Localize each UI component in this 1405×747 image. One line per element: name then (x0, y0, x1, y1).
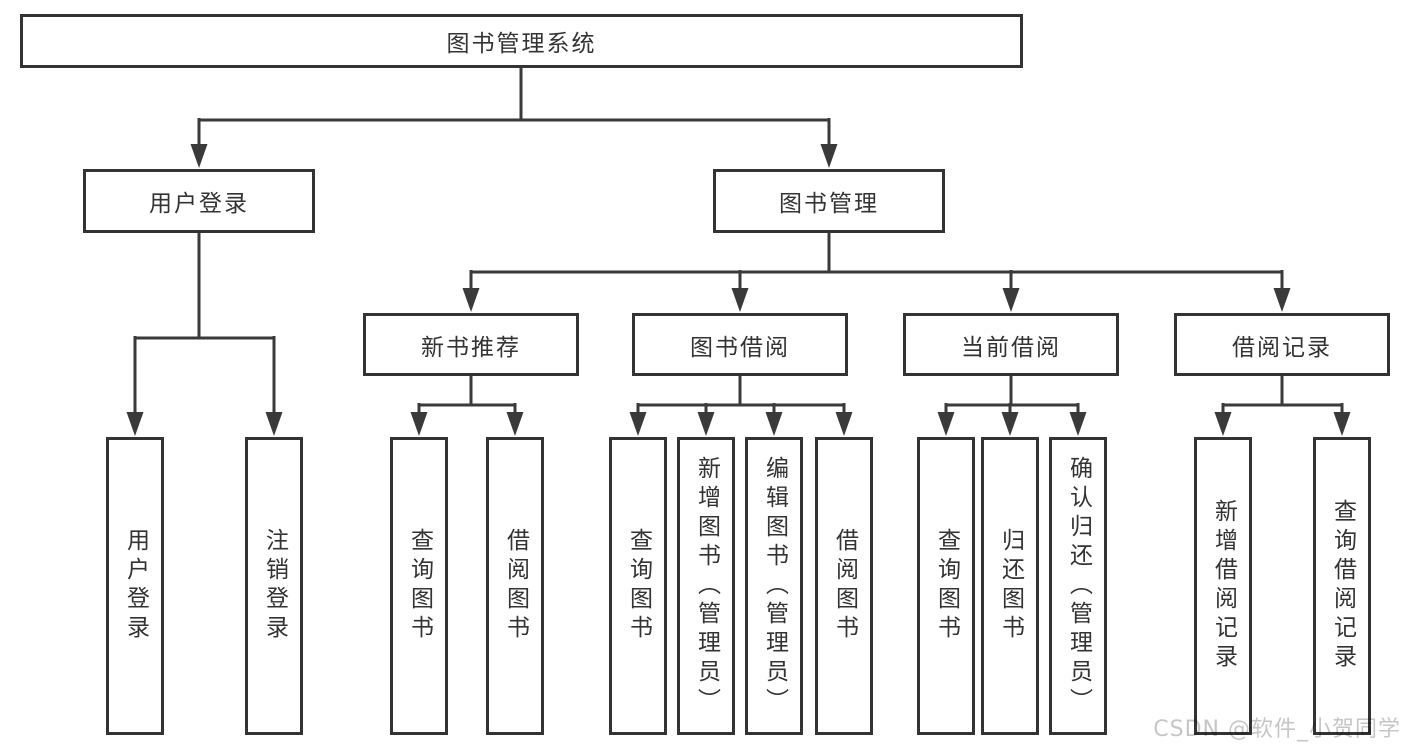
leaf-recommend-query-book: 查询图书 (390, 437, 448, 735)
arrowhead-icons (126, 144, 1351, 436)
node-current-borrow: 当前借阅 (903, 313, 1119, 376)
node-book-borrow: 图书借阅 (632, 313, 848, 376)
leaf-current-return-book: 归还图书 (981, 437, 1039, 735)
leaf-recommend-borrow-book-label: 借阅图书 (502, 528, 529, 644)
node-book-management-label: 图书管理 (779, 191, 879, 217)
leaf-record-query-record: 查询借阅记录 (1313, 437, 1371, 735)
node-user-login-label: 用户登录 (149, 191, 249, 217)
leaf-borrow-borrow-book: 借阅图书 (815, 437, 873, 735)
node-root-label: 图书管理系统 (446, 31, 597, 57)
csdn-watermark: CSDN @软件_小贺同学 (1153, 717, 1401, 742)
leaf-recommend-borrow-book: 借阅图书 (486, 437, 544, 735)
leaf-borrow-edit-book: 编辑图书（管理员） (745, 437, 803, 735)
leaf-current-query-book-label: 查询图书 (933, 528, 960, 644)
node-book-management: 图书管理 (713, 169, 945, 233)
leaf-logout-login-label: 注销登录 (261, 528, 288, 644)
node-book-borrow-label: 图书借阅 (690, 334, 790, 361)
leaf-logout-login: 注销登录 (245, 437, 303, 735)
node-new-book-recommend: 新书推荐 (363, 313, 579, 376)
node-current-borrow-label: 当前借阅 (961, 334, 1061, 361)
leaf-user-login-label: 用户登录 (122, 528, 149, 644)
leaf-borrow-query-book-label: 查询图书 (625, 528, 652, 644)
leaf-recommend-query-book-label: 查询图书 (406, 528, 433, 644)
leaf-record-add-record-label: 新增借阅记录 (1210, 499, 1237, 673)
leaf-current-confirm-return-label: 确认归还（管理员） (1065, 455, 1092, 717)
leaf-borrow-add-book: 新增图书（管理员） (677, 437, 735, 735)
leaf-record-query-record-label: 查询借阅记录 (1329, 499, 1356, 673)
leaf-borrow-add-book-label: 新增图书（管理员） (693, 455, 720, 717)
node-new-book-recommend-label: 新书推荐 (421, 334, 521, 361)
leaf-record-add-record: 新增借阅记录 (1194, 437, 1252, 735)
leaf-borrow-query-book: 查询图书 (609, 437, 667, 735)
leaf-current-return-book-label: 归还图书 (997, 528, 1024, 644)
node-user-login: 用户登录 (83, 169, 315, 233)
node-root: 图书管理系统 (20, 14, 1023, 68)
leaf-borrow-edit-book-label: 编辑图书（管理员） (761, 455, 788, 717)
node-borrow-record-label: 借阅记录 (1232, 334, 1332, 361)
leaf-borrow-borrow-book-label: 借阅图书 (831, 528, 858, 644)
node-borrow-record: 借阅记录 (1174, 313, 1390, 376)
leaf-user-login: 用户登录 (106, 437, 164, 735)
leaf-current-confirm-return: 确认归还（管理员） (1049, 437, 1107, 735)
leaf-current-query-book: 查询图书 (917, 437, 975, 735)
